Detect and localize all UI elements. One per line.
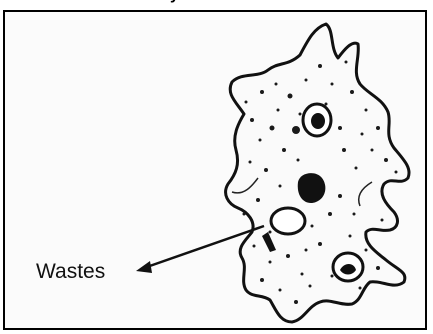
- contractile-vacuole: [271, 208, 305, 234]
- food-vacuole: [303, 104, 331, 136]
- wastes-label: Wastes: [36, 260, 105, 284]
- nucleus: [298, 173, 326, 203]
- amoeba-cell-outline: [226, 24, 409, 322]
- food-vacuole: [333, 253, 363, 281]
